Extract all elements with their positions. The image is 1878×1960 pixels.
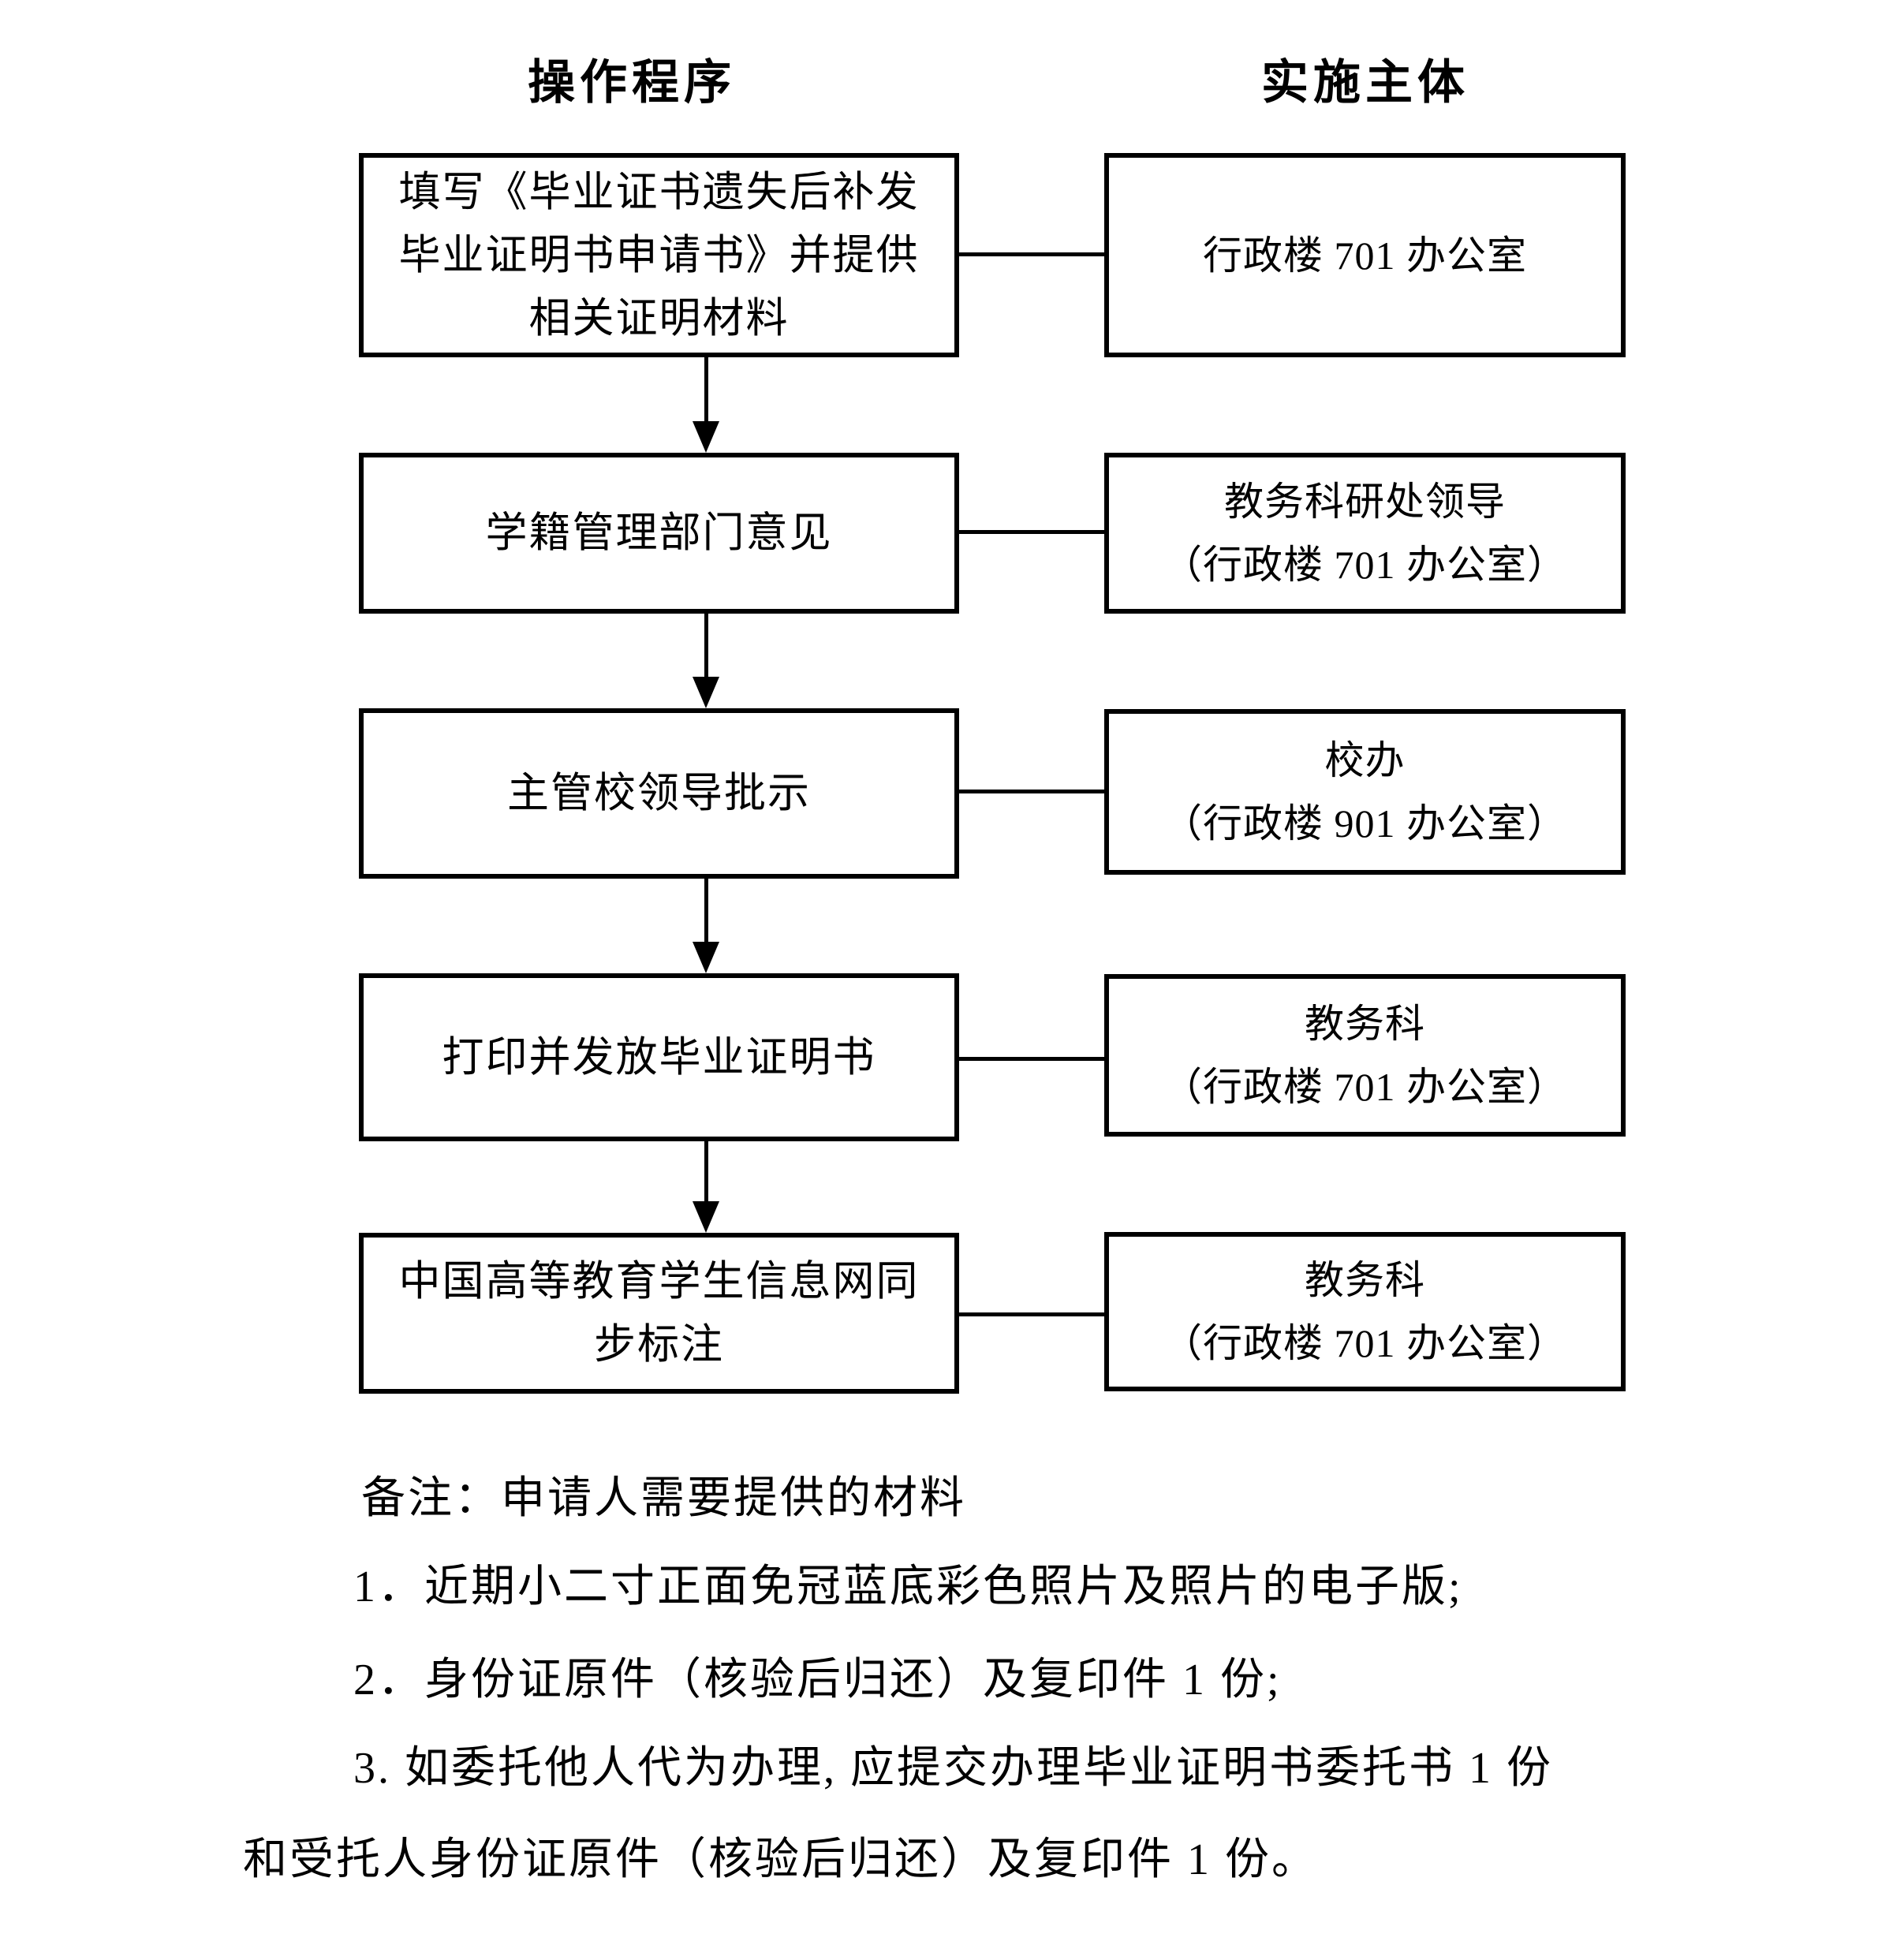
body-box-5-line-1: 教务科 — [1305, 1258, 1425, 1302]
notes-item-3: 3. 如委托他人代为办理, 应提交办理毕业证明书委托书 1 份 — [353, 1744, 1553, 1793]
procedure-box-4-line-1: 打印并发放毕业证明书 — [442, 1034, 876, 1081]
procedure-box-1-line-2: 毕业证明书申请书》并提供 — [398, 232, 920, 278]
procedure-box-4: 打印并发放毕业证明书 — [359, 973, 959, 1141]
body-box-2-line-1: 教务科研处领导 — [1224, 480, 1506, 524]
down-arrow-head-4 — [693, 1201, 719, 1233]
down-arrow-head-1 — [693, 421, 719, 453]
procedure-box-3-line-1: 主管校领导批示 — [507, 771, 811, 816]
connector-line-2 — [959, 530, 1104, 534]
body-box-3: 校办 （行政楼 901 办公室） — [1104, 709, 1626, 875]
body-box-3-line-1: 校办 — [1324, 738, 1406, 782]
down-arrow-head-2 — [693, 677, 719, 708]
procedure-box-5: 中国高等教育学生信息网同 步标注 — [359, 1233, 959, 1394]
notes-title: 备注：申请人需要提供的材料 — [361, 1474, 966, 1523]
procedure-box-1-line-1: 填写《毕业证书遗失后补发 — [398, 169, 920, 215]
procedure-box-3: 主管校领导批示 — [359, 708, 959, 879]
procedure-box-1: 填写《毕业证书遗失后补发 毕业证明书申请书》并提供 相关证明材料 — [359, 153, 959, 357]
connector-line-3 — [959, 790, 1104, 793]
body-box-4-line-1: 教务科 — [1305, 1002, 1425, 1046]
body-box-5-line-2: （行政楼 701 办公室） — [1163, 1321, 1567, 1365]
body-box-4: 教务科 （行政楼 701 办公室） — [1104, 974, 1626, 1137]
column-header-implementing-body: 实施主体 — [1261, 56, 1469, 109]
procedure-box-1-line-3: 相关证明材料 — [528, 295, 790, 342]
procedure-box-5-line-2: 步标注 — [594, 1322, 724, 1368]
down-arrow-line-2 — [704, 614, 708, 678]
notes-item-3-continued: 和受托人身份证原件（核验后归还）及复印件 1 份。 — [243, 1835, 1318, 1884]
body-box-2: 教务科研处领导 （行政楼 701 办公室） — [1104, 453, 1626, 614]
body-box-1: 行政楼 701 办公室 — [1104, 153, 1626, 357]
connector-line-4 — [959, 1057, 1104, 1061]
body-box-5: 教务科 （行政楼 701 办公室） — [1104, 1232, 1626, 1391]
procedure-box-2: 学籍管理部门意见 — [359, 453, 959, 614]
connector-line-5 — [959, 1312, 1104, 1316]
down-arrow-line-1 — [704, 357, 708, 422]
connector-line-1 — [959, 252, 1104, 256]
body-box-3-line-2: （行政楼 901 办公室） — [1163, 801, 1567, 846]
body-box-1-line-1: 行政楼 701 办公室 — [1203, 233, 1527, 278]
column-header-procedure: 操作程序 — [528, 56, 736, 109]
down-arrow-line-3 — [704, 879, 708, 943]
down-arrow-head-3 — [693, 942, 719, 973]
notes-item-1: 1．近期小二寸正面免冠蓝底彩色照片及照片的电子版; — [353, 1562, 1463, 1611]
procedure-box-5-line-1: 中国高等教育学生信息网同 — [398, 1259, 920, 1305]
notes-item-2: 2．身份证原件（核验后归还）及复印件 1 份; — [353, 1656, 1282, 1704]
body-box-4-line-2: （行政楼 701 办公室） — [1163, 1065, 1567, 1109]
down-arrow-line-4 — [704, 1141, 708, 1202]
body-box-2-line-2: （行政楼 701 办公室） — [1163, 543, 1567, 587]
procedure-box-2-line-1: 学籍管理部门意见 — [485, 510, 833, 556]
